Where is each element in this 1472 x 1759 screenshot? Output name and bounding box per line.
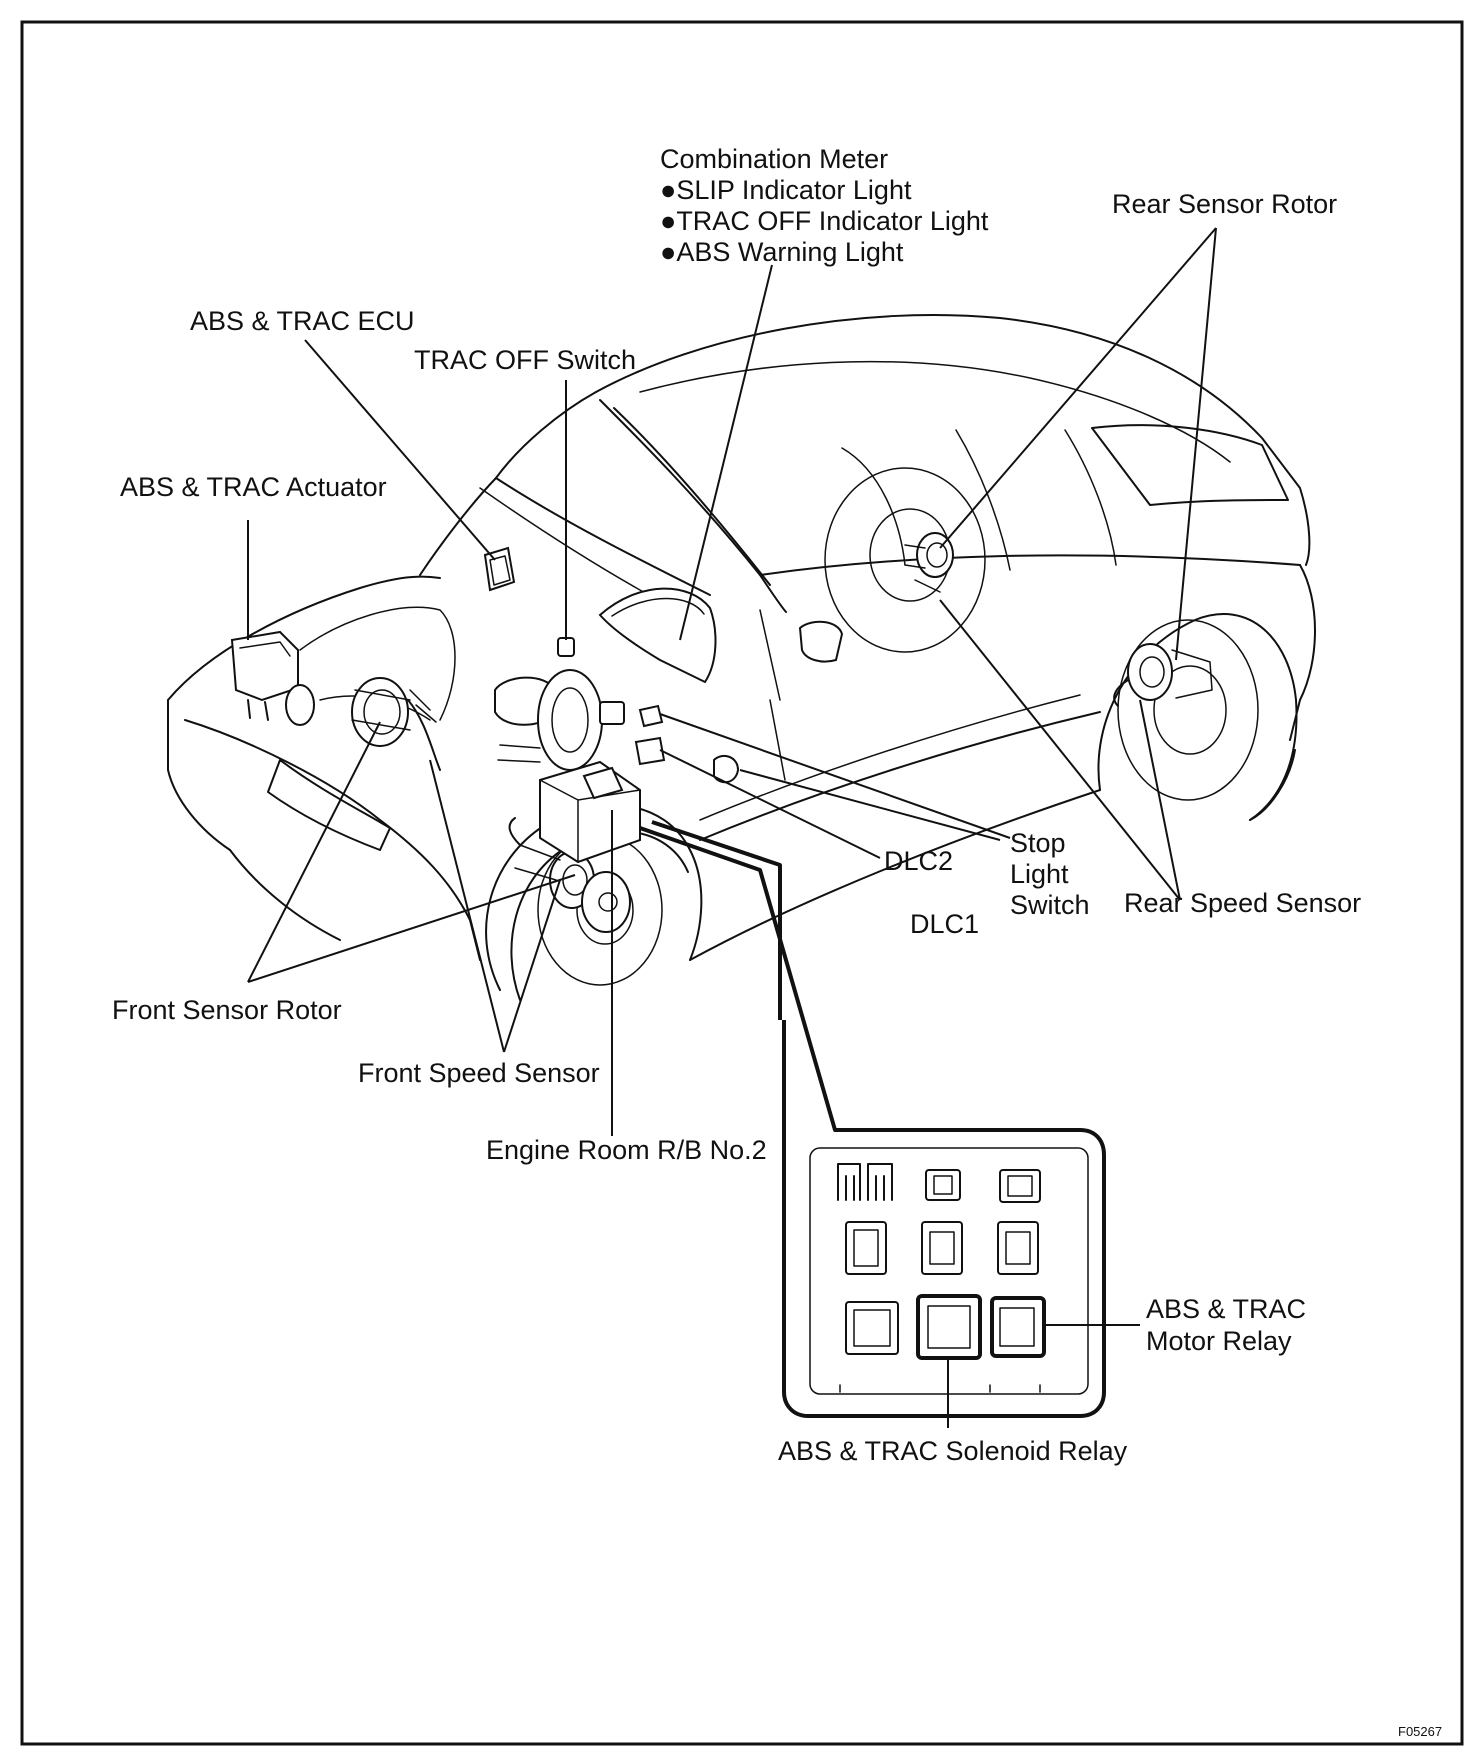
- trac-off-switch-part: [557, 637, 575, 657]
- fuse-relay-row-1: [837, 1163, 1041, 1203]
- label-abs-trac-ecu: ABS & TRAC ECU: [190, 306, 415, 336]
- label-motor-relay-1: ABS & TRAC: [1146, 1294, 1306, 1324]
- label-trac-off-switch: TRAC OFF Switch: [414, 345, 636, 375]
- figure-border: [20, 20, 1464, 1746]
- label-dlc1: DLC1: [910, 909, 979, 939]
- car-illustration: [167, 314, 1316, 1001]
- dlc2-part: [634, 736, 666, 766]
- label-solenoid-relay: ABS & TRAC Solenoid Relay: [778, 1436, 1128, 1466]
- figure-code: F05267: [1398, 1724, 1442, 1739]
- front-left-sensor-part: [351, 677, 441, 771]
- fuse-relay-row-2: [845, 1221, 1039, 1275]
- label-light: Light: [1010, 859, 1069, 889]
- label-abs-trac-actuator: ABS & TRAC Actuator: [120, 472, 387, 502]
- label-front-sensor-rotor: Front Sensor Rotor: [112, 995, 342, 1025]
- label-dlc2: DLC2: [884, 846, 953, 876]
- brake-booster-part: [494, 669, 625, 771]
- fuse-relay-row-3: [845, 1294, 1046, 1360]
- motor-relay-part: [990, 1296, 1046, 1358]
- label-motor-relay-2: Motor Relay: [1146, 1326, 1292, 1356]
- stop-light-switch-part: [638, 704, 664, 728]
- rear-right-sensor-part: [1113, 643, 1213, 707]
- abs-trac-actuator-part: [230, 630, 315, 726]
- leader-lines: [247, 227, 1217, 1428]
- label-abs-warning: ●ABS Warning Light: [660, 237, 904, 267]
- combination-meter-part: [598, 587, 717, 684]
- label-switch: Switch: [1010, 890, 1090, 920]
- abs-trac-ecu-part: [483, 546, 516, 592]
- label-engine-room-rb: Engine Room R/B No.2: [486, 1135, 767, 1165]
- label-rear-speed-sensor: Rear Speed Sensor: [1124, 888, 1361, 918]
- label-combination-meter: Combination Meter: [660, 144, 888, 174]
- label-stop: Stop: [1010, 828, 1066, 858]
- label-slip-indicator: ●SLIP Indicator Light: [660, 175, 912, 205]
- engine-room-rb-part: [539, 760, 641, 864]
- label-rear-sensor-rotor: Rear Sensor Rotor: [1112, 189, 1337, 219]
- label-front-speed-sensor: Front Speed Sensor: [358, 1058, 600, 1088]
- dlc1-part: [713, 754, 740, 784]
- labels: Combination Meter ●SLIP Indicator Light …: [112, 144, 1442, 1739]
- label-trac-off-indicator: ●TRAC OFF Indicator Light: [660, 206, 989, 236]
- relay-block-detail: [639, 820, 1106, 1418]
